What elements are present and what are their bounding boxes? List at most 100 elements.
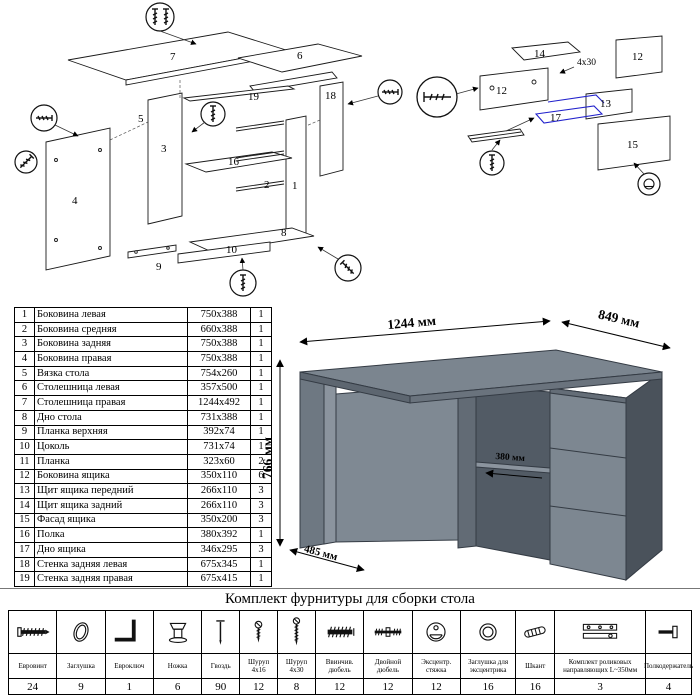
desk-drawer-front [549,387,627,581]
part-qty-cell: 1 [250,571,272,588]
part-number-cell: 7 [14,395,35,411]
dimension-lines [276,317,671,572]
part-name-cell: Дно стола [34,409,188,426]
hardware-kit-title: Комплект фурнитуры для сборки стола [0,588,700,608]
part-size-cell: 350x110 [187,468,251,485]
desk-middle-divider [457,381,477,549]
part-name-cell: Полка [34,527,188,543]
part-name-cell: Планка [34,453,188,470]
part-name-cell: Планка верхняя [34,424,188,441]
panel-14-drawer-back [511,41,582,61]
panel-1-inner [285,115,307,241]
desk-right-front-edge [409,371,663,404]
part-size-cell: 357x500 [187,380,251,397]
part-number-cell: 4 [14,351,35,367]
hardware-icon [646,611,691,653]
part-name-cell: Боковина ящика [34,468,188,485]
part-number-cell: 16 [14,527,35,543]
part-qty-cell: 1 [250,424,272,441]
parts-table-row: 6 Столешница левая 357x500 1 [14,380,272,397]
part-size-cell: 323x60 [187,453,251,470]
part-name-cell: Боковина задняя [34,336,188,353]
hardware-icon [461,611,515,653]
part-number-cell: 10 [14,439,35,455]
panel-3-middle [147,92,183,225]
eccentric-cam-icon [643,178,655,190]
hardware-label: Заглушка [57,653,105,678]
part-name-cell: Щит ящика передний [34,483,188,499]
part-label: 6 [297,50,303,62]
part-label: 9 [156,261,162,273]
parts-table-row: 3 Боковина задняя 750x388 1 [14,336,272,353]
parts-table-row: 10 Цоколь 731x74 1 [14,439,272,455]
part-number-cell: 3 [14,336,35,353]
hardware-item: Комплект роликовых направляющих L~350мм … [555,611,647,694]
part-label: 12 [496,85,507,97]
part-size-cell: 750x388 [187,336,251,353]
part-qty-cell: 1 [250,409,272,426]
hardware-icon [57,611,104,653]
hardware-icon [202,611,239,653]
exploded-drawer-detail-view: 14 12 12 13 17 15 4x30 [416,35,671,196]
part-label: 4 [72,195,78,207]
part-size-cell: 750x388 [187,307,251,323]
part-number-cell: 19 [14,571,35,588]
hardware-icon [9,611,56,653]
panel-6-tabletop-right [237,43,363,73]
panel-17-drawer-bottom-highlight [534,94,605,124]
hardware-qty: 8 [278,678,315,694]
rail-top [182,85,296,102]
hardware-item: Полкодержатель 4 [644,611,693,694]
part-qty-cell: 1 [250,351,272,367]
hardware-label: Двойной дюбель [364,653,412,678]
hardware-qty: 9 [57,678,105,694]
hardware-qty: 12 [315,678,364,694]
part-number-cell: 5 [14,365,35,382]
part-size-cell: 266x110 [187,483,251,499]
part-label: 19 [248,91,260,103]
parts-table-row: 18 Стенка задняя левая 675x345 1 [14,556,272,573]
part-number-cell: 2 [14,321,35,338]
part-qty-cell: 3 [250,542,272,558]
parts-table-row: 2 Боковина средняя 660x388 1 [14,321,272,338]
part-number-cell: 1 [14,307,35,323]
part-label: 12 [632,51,643,63]
hardware-qty: 12 [240,678,278,694]
hardware-label: Ножка [153,653,202,678]
hardware-label: Шуруп 4x16 [240,653,278,678]
part-label: 2 [264,179,270,191]
part-label: 1 [292,180,298,192]
parts-table-row: 4 Боковина правая 750x388 1 [14,351,272,367]
part-label: 17 [550,112,562,124]
part-name-cell: Дно ящика [34,542,188,558]
part-qty-cell: 1 [250,336,272,353]
part-name-cell: Щит ящика задний [34,497,188,514]
panel-18-right-side [319,81,344,177]
hardware-item: Гвоздь 90 [202,611,241,694]
dim-width-label: 1244 мм [387,313,437,332]
part-label: 13 [600,98,612,110]
parts-list-table: 1 Боковина левая 750x388 1 2 Боковина ср… [14,307,272,588]
hardware-item: Ножка 6 [153,611,203,694]
panel-8-bottom [188,227,315,253]
hardware-qty: 6 [153,678,202,694]
fastener-callouts [14,2,403,297]
part-label: 3 [161,143,167,155]
parts-table-row: 19 Стенка задняя правая 675x415 1 [14,571,272,588]
part-name-cell: Фасад ящика [34,512,188,529]
part-size-cell: 750x388 [187,351,251,367]
parts-table-row: 17 Дно ящика 346x295 3 [14,542,272,558]
part-qty-cell: 3 [250,483,272,499]
desk-left-panel [299,376,325,549]
hardware-qty: 90 [202,678,240,694]
panel-9-bracket [127,244,177,259]
parts-table-row: 8 Дно стола 731x388 1 [14,409,272,426]
hardware-icon [106,611,153,653]
hardware-label: Шуруп 4x30 [278,653,315,678]
part-size-cell: 350x200 [187,512,251,529]
parts-table-row: 16 Полка 380x392 1 [14,527,272,543]
hardware-item: Заглушка для эксцентрика 16 [460,611,517,694]
hardware-item: Двойной дюбель 12 [364,611,413,694]
exploded-main-view: 7 6 19 18 5 3 16 2 1 4 9 10 8 [14,2,403,297]
desk-right-side [625,371,663,582]
